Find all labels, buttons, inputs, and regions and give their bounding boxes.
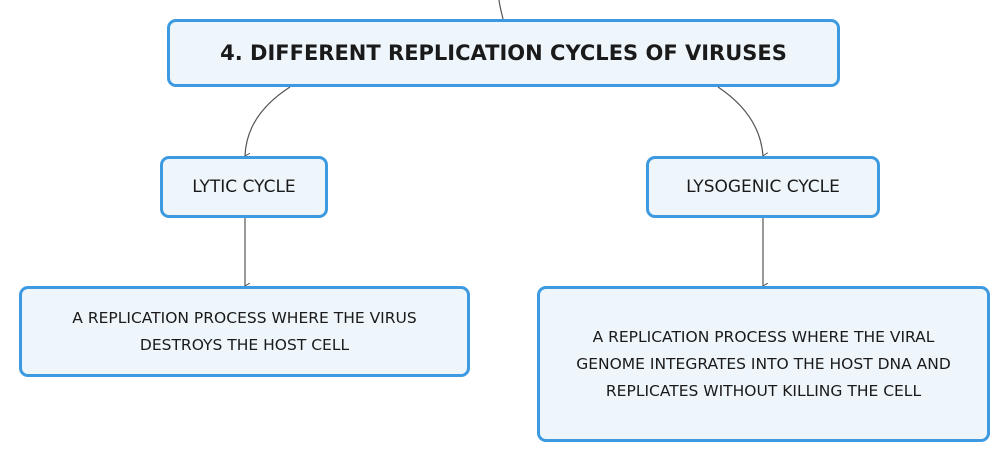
- lysogenic-description-node[interactable]: A REPLICATION PROCESS WHERE THE VIRAL GE…: [537, 286, 990, 442]
- connector-parent-to-title: [498, 0, 504, 20]
- lysogenic-cycle-label: LYSOGENIC CYCLE: [686, 177, 840, 197]
- title-label: 4. DIFFERENT REPLICATION CYCLES OF VIRUS…: [220, 41, 787, 65]
- lytic-cycle-node[interactable]: LYTIC CYCLE: [160, 156, 328, 218]
- lysogenic-description-text: A REPLICATION PROCESS WHERE THE VIRAL GE…: [576, 327, 951, 400]
- lytic-description-node[interactable]: A REPLICATION PROCESS WHERE THE VIRUS DE…: [19, 286, 470, 377]
- title-node[interactable]: 4. DIFFERENT REPLICATION CYCLES OF VIRUS…: [167, 19, 840, 87]
- connector-title-to-lytic: [245, 86, 291, 156]
- lytic-cycle-label: LYTIC CYCLE: [192, 177, 296, 197]
- connector-title-to-lysogenic: [717, 86, 763, 156]
- lysogenic-cycle-node[interactable]: LYSOGENIC CYCLE: [646, 156, 880, 218]
- lytic-description-text: A REPLICATION PROCESS WHERE THE VIRUS DE…: [72, 308, 417, 354]
